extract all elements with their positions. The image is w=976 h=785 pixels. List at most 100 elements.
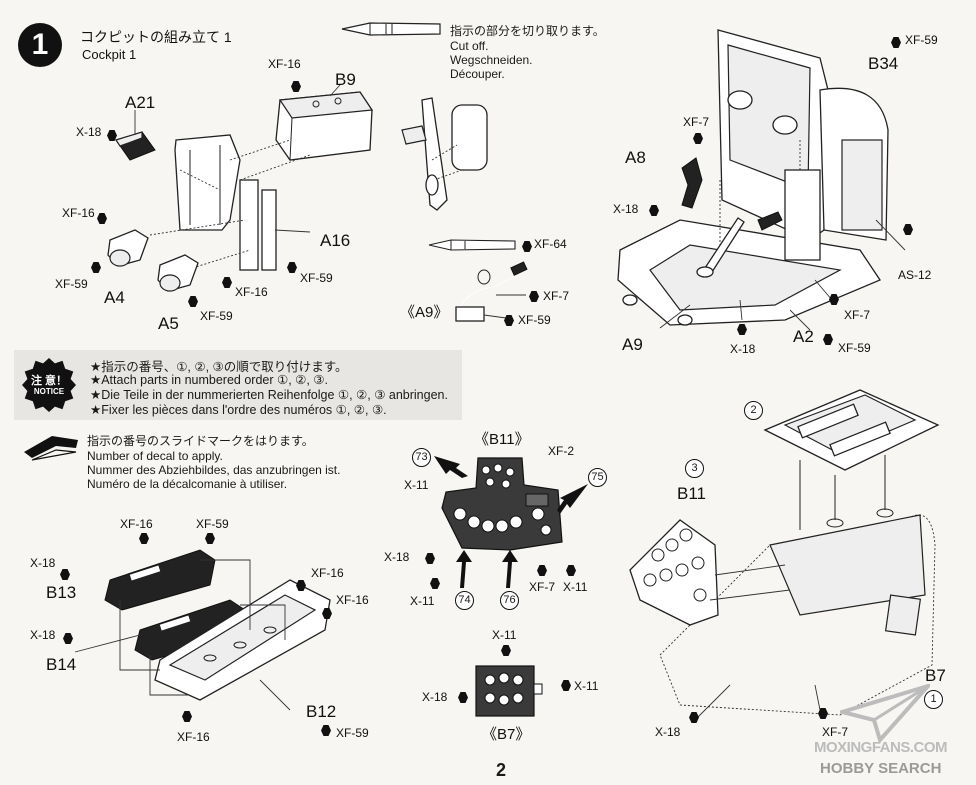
paint-code-x18: X-18: [384, 550, 410, 564]
paint-icon: [139, 533, 149, 544]
paint-code-xf59: XF-59: [200, 309, 233, 323]
decal-number: 74: [455, 591, 474, 610]
part-label-a9: A9: [622, 335, 643, 354]
decal-number: 73: [412, 448, 431, 467]
paint-icon: [829, 294, 839, 305]
decal-note-en: Number of decal to apply.: [87, 449, 223, 463]
paint-icon: [222, 277, 232, 288]
decal-note-jp: 指示の番号のスライドマークをはります。: [87, 434, 314, 448]
paint-icon: [689, 712, 699, 723]
watermark-site: MOXINGFANS.COM: [814, 739, 948, 756]
part-label-a2: A2: [793, 327, 814, 346]
paint-code-xf16: XF-16: [62, 206, 95, 220]
cut-note-jp: 指示の部分を切り取ります。: [450, 24, 605, 38]
paint-icon: [458, 692, 468, 703]
paint-code-xf7: XF-7: [543, 289, 570, 303]
paint-icon: [322, 608, 332, 619]
paint-icon: [321, 725, 331, 736]
paint-code-xf16: XF-16: [268, 57, 301, 71]
paint-code-x18: X-18: [655, 725, 681, 739]
decal-slide-icon: [24, 436, 78, 461]
cut-off-drawing: [401, 97, 488, 211]
paint-icon: [107, 130, 117, 141]
paint-icon: [537, 565, 547, 576]
knife-icon: [341, 22, 441, 36]
paper-plane-icon: [840, 684, 930, 742]
cockpit-tub-drawing: [617, 29, 906, 331]
part-label-b7: B7: [925, 666, 946, 685]
knife-icon: [428, 239, 516, 251]
paint-code-xf7: XF-7: [822, 725, 849, 739]
paint-code-xf2: XF-2: [548, 444, 575, 458]
part-label-a21: A21: [125, 93, 156, 112]
part-label-b14: B14: [46, 655, 77, 674]
paint-icon: [501, 645, 511, 656]
part-label-a4: A4: [104, 288, 125, 307]
watermark-brand: HOBBY SEARCH: [820, 760, 942, 777]
paint-code-as12: AS-12: [898, 268, 932, 282]
paint-icon: [287, 262, 297, 273]
paint-code-x11: X-11: [404, 478, 429, 492]
notice-line: ★Attach parts in numbered order ①, ②, ③.: [90, 373, 328, 387]
view-label-a9: 《A9》: [400, 304, 449, 321]
paint-icon: [737, 324, 747, 335]
paint-code-xf7: XF-7: [683, 115, 710, 129]
notice-line: ★Die Teile in der nummerierten Reihenfol…: [90, 388, 448, 402]
step-title-jp: コクピットの組み立て 1: [80, 29, 232, 45]
paint-icon: [504, 315, 514, 326]
paint-icon: [182, 711, 192, 722]
part-label-a8: A8: [625, 148, 646, 167]
order-number: 3: [685, 459, 704, 478]
view-label-b11: 《B11》: [474, 431, 530, 448]
part-label-a16: A16: [320, 231, 351, 250]
cut-note-en: Cut off.: [450, 39, 489, 53]
paint-code-x11: X-11: [410, 594, 435, 608]
paint-code-xf59: XF-59: [336, 726, 369, 740]
paint-code-xf59: XF-59: [518, 313, 551, 327]
view-label-b7: 《B7》: [482, 726, 531, 743]
paint-icon: [60, 569, 70, 580]
paint-icon: [529, 291, 539, 302]
paint-code-xf7: XF-7: [844, 308, 871, 322]
part-label-b12: B12: [306, 702, 337, 721]
paint-icon: [97, 213, 107, 224]
step-title-en: Cockpit 1: [82, 47, 137, 62]
paint-code-xf59: XF-59: [300, 271, 333, 285]
paint-icon: [522, 241, 532, 252]
paint-code-x18: X-18: [730, 342, 756, 356]
paint-code-x18: X-18: [76, 125, 102, 139]
paint-icon: [91, 262, 101, 273]
paint-icon: [823, 334, 833, 345]
paint-icon: [649, 205, 659, 216]
decal-arrow-icon: [434, 456, 588, 588]
notice-badge-en: NOTICE: [33, 387, 65, 396]
paint-code-xf59: XF-59: [905, 33, 938, 47]
a9-view-drawing: [455, 261, 528, 322]
paint-code-x18: X-18: [30, 556, 56, 570]
paint-code-x11: X-11: [574, 679, 599, 693]
decal-note: 指示の番号のスライドマークをはります。 Number of decal to a…: [87, 432, 340, 491]
paint-icon: [818, 708, 828, 719]
paint-code-xf59: XF-59: [196, 517, 229, 531]
paint-icon: [430, 578, 440, 589]
paint-code-x18: X-18: [30, 628, 56, 642]
decal-note-de: Nummer des Abziehbildes, das anzubringen…: [87, 463, 341, 477]
step-number-badge: 1: [18, 23, 62, 67]
paint-icon: [425, 553, 435, 564]
part-label-b34: B34: [868, 54, 899, 73]
paint-icon: [566, 565, 576, 576]
order-number: 2: [744, 401, 763, 420]
decal-number: 75: [588, 468, 607, 487]
cut-note-fr: Découper.: [450, 67, 505, 81]
instrument-panel-drawing: [441, 457, 563, 551]
paint-code-xf16: XF-16: [235, 285, 268, 299]
paint-icon: [693, 133, 703, 144]
paint-icon: [188, 296, 198, 307]
notice-line: ★Fixer les pièces dans l'ordre des numér…: [90, 403, 387, 417]
paint-icon: [891, 37, 901, 48]
gun-assembly-drawing: [74, 549, 331, 711]
paint-icon: [903, 224, 913, 235]
paint-code-x11: X-11: [492, 628, 517, 642]
page-number: 2: [496, 760, 507, 780]
paint-code-xf7: XF-7: [529, 580, 556, 594]
